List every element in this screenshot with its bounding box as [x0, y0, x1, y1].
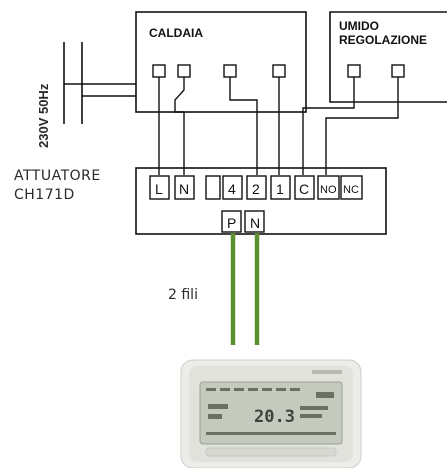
supply-bus	[63, 42, 83, 124]
caldaia-title: CALDAIA	[149, 26, 203, 40]
umido-title-line2: REGOLAZIONE	[339, 33, 428, 47]
actuator-terminal-cells	[149, 175, 363, 200]
two-wire-cable	[230, 233, 260, 345]
caldaia-box	[135, 11, 307, 113]
terminal-4-label: 4	[228, 181, 236, 197]
terminal-no-label: NO	[320, 184, 337, 196]
terminal-1-label: 1	[276, 181, 284, 197]
terminal-c-label: C	[299, 181, 309, 197]
cable-label: 2 fili	[168, 287, 198, 303]
thermostat-device: 20.3	[180, 359, 362, 469]
actuator-title-line2: CH171D	[14, 187, 75, 203]
bus-terminal-p-label: P	[227, 215, 236, 231]
actuator-title-line1: ATTUATORE	[14, 168, 101, 184]
thermostat-temperature: 20.3	[254, 407, 295, 427]
terminal-l-label: L	[155, 181, 163, 197]
umido-box	[329, 11, 447, 103]
bus-terminal-n-label: N	[250, 215, 260, 231]
actuator-box	[135, 167, 387, 235]
terminal-n-label: N	[179, 181, 189, 197]
umido-title-line1: UMIDO	[339, 19, 379, 33]
supply-voltage-label: 230V 50Hz	[36, 83, 51, 148]
terminal-2-label: 2	[252, 181, 260, 197]
thermostat-lcd	[199, 381, 343, 445]
terminal-nc-label: NC	[343, 184, 359, 196]
control-wires	[158, 77, 399, 175]
bus-terminal-cells	[221, 210, 265, 233]
